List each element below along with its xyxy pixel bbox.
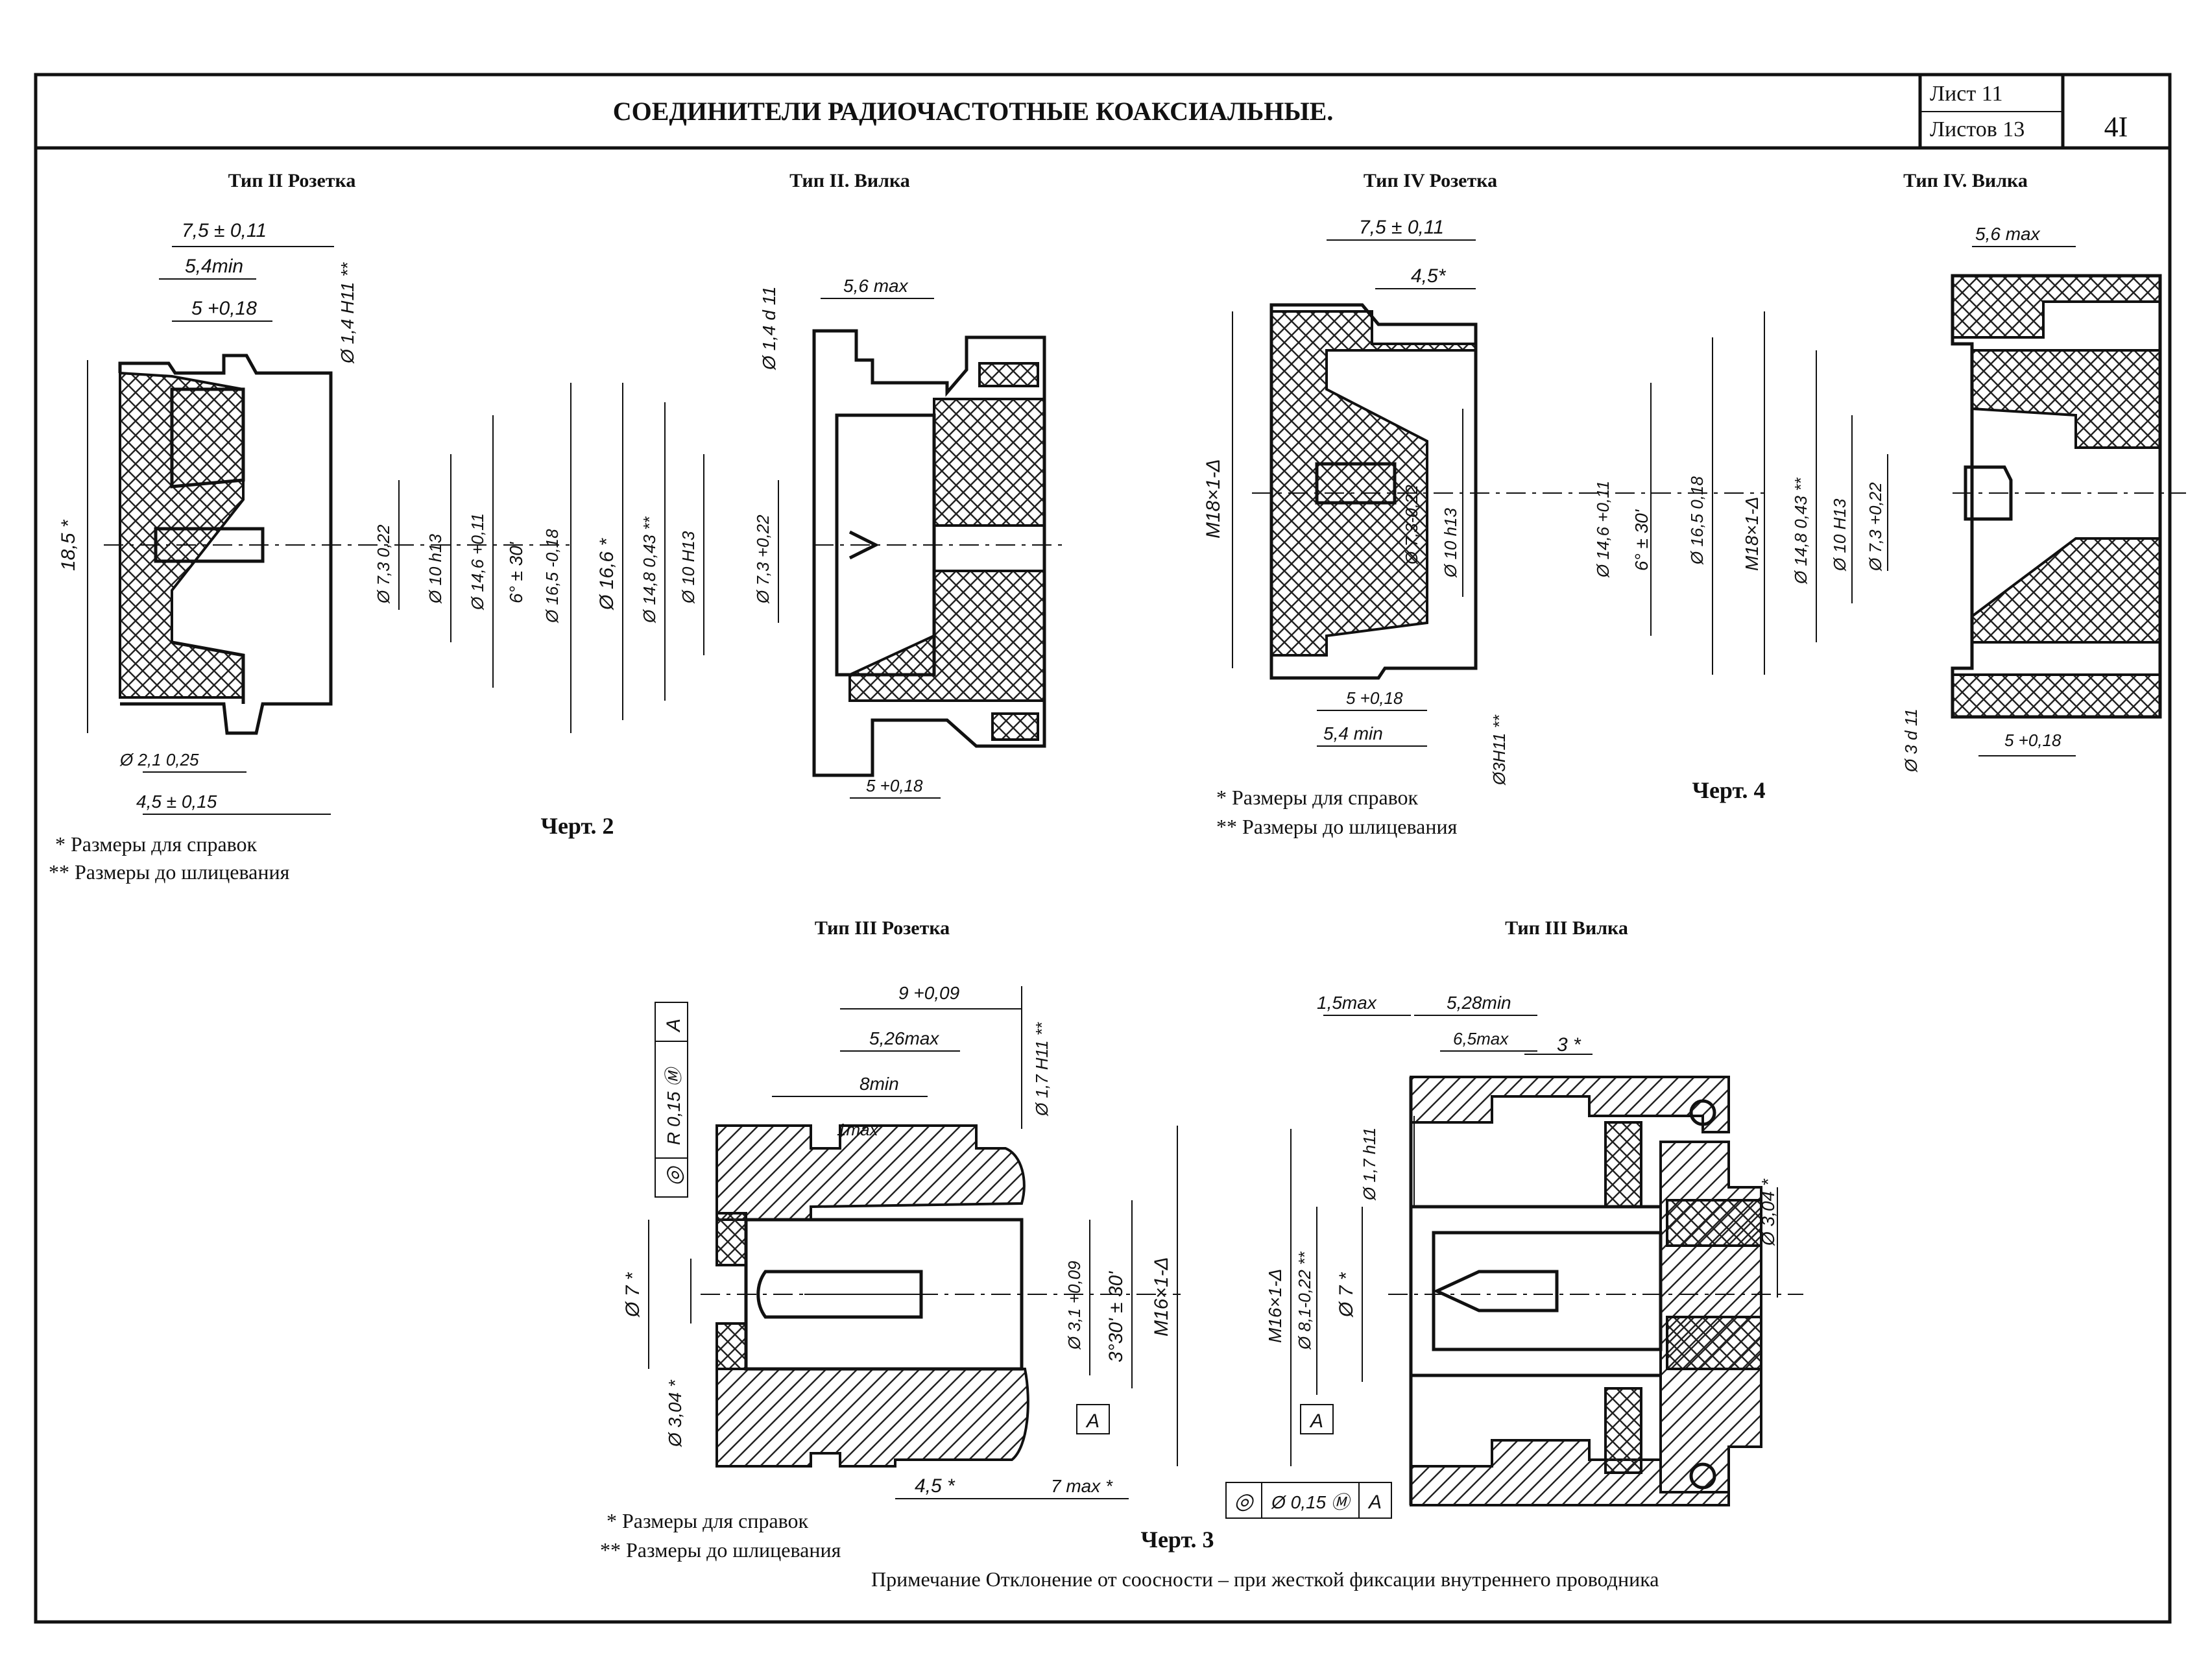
chert2-note-reference: * Размеры для справок — [55, 832, 258, 856]
t2s-dim-d14-6: Ø 14,6 +0,11 — [468, 513, 487, 610]
sheet-title: СОЕДИНИТЕЛИ РАДИОЧАСТОТНЫЕ КОАКСИАЛЬНЫЕ. — [613, 97, 1334, 126]
t2s-dim-4-5: 4,5 ± 0,15 — [136, 792, 217, 812]
t3s-note-splining: ** Размеры до шлицевания — [600, 1538, 841, 1562]
type3-plug-figure: Тип III Вилка 1,5max 5,28min 6,5max 3 * … — [1225, 917, 1803, 1519]
t4p-dim-d3d11: Ø 3 d 11 — [1901, 708, 1921, 773]
t3s-dim-1max: 1max — [837, 1120, 879, 1139]
t2s-dim-d16-5: Ø 16,5 -0,18 — [542, 529, 562, 623]
t3s-tol-datum: A — [663, 1019, 684, 1033]
t4s-dim-d10h13: Ø 10 h13 — [1441, 507, 1460, 578]
t4p-dim-d7-3: Ø 7,3 +0,22 — [1866, 482, 1885, 572]
t3p-dim-d8-1: Ø 8,1-0,22 ** — [1295, 1251, 1314, 1350]
t2s-dim-d10h13: Ø 10 h13 — [426, 533, 445, 604]
type2-plug-figure: Тип II. Вилка 5,6 max Ø 1,4 d 11 Ø 16,6 … — [596, 170, 1064, 799]
t3s-note-reference: * Размеры для справок — [607, 1509, 809, 1532]
t2p-dim-d7-3: Ø 7,3 +0,22 — [753, 514, 773, 604]
t2s-dim-18-5: 18,5 * — [58, 519, 79, 571]
type4-socket-title: Тип IV Розетка — [1364, 170, 1497, 191]
t3s-dim-4-5: 4,5 * — [915, 1475, 956, 1497]
t2p-dim-d1-4d11: Ø 1,4 d 11 — [759, 286, 779, 370]
t3s-dim-d3-1: Ø 3,1 +0,09 — [1064, 1261, 1084, 1350]
type4-socket-figure: Тип IV Розетка 7,5 ± 0,11 4,5* M18×1-Δ Ø… — [1203, 170, 1764, 838]
t4p-dim-d10h13: Ø 10 H13 — [1830, 498, 1849, 572]
t4s-dim-7-5: 7,5 ± 0,11 — [1359, 217, 1444, 238]
t4s-dim-d3h11: Ø3H11 ** — [1489, 714, 1509, 786]
t3s-dim-d1-7h11: Ø 1,7 H11 ** — [1032, 1022, 1052, 1117]
t3p-dim-6-5max: 6,5max — [1453, 1029, 1509, 1048]
type2-socket-figure: Тип II Розетка 7,5 ± 0,11 5,4min 5 +0,18… — [58, 170, 571, 815]
t3s-tol-symbol: ◎ — [662, 1165, 686, 1186]
type2-plug-title: Тип II. Вилка — [789, 170, 910, 191]
footer-note: Примечание Отклонение от соосности – при… — [871, 1567, 1659, 1591]
t2p-dim-d16-6: Ø 16,6 * — [596, 538, 618, 610]
type3-plug-title: Тип III Вилка — [1505, 917, 1628, 939]
t2s-dim-5-4min: 5,4min — [185, 256, 243, 277]
chert3-caption: Черт. 3 — [1141, 1527, 1214, 1553]
t4s-note-reference: * Размеры для справок — [1216, 786, 1419, 809]
t2s-dim-d2-1: Ø 2,1 0,25 — [119, 750, 199, 769]
t3s-dim-angle: 3°30' ± 30' — [1105, 1271, 1127, 1362]
t4s-dim-5-018: 5 +0,18 — [1346, 688, 1403, 708]
t3p-dim-d3-04: Ø 3,04 * — [1758, 1178, 1778, 1246]
t3p-tol-datum: A — [1367, 1492, 1382, 1513]
t3s-dim-8min: 8min — [860, 1074, 899, 1094]
chert4-caption: Черт. 4 — [1692, 777, 1766, 803]
sheets-total-label: Листов 13 — [1930, 117, 2025, 141]
t4s-dim-4-5: 4,5* — [1411, 265, 1447, 287]
type4-plug-figure: Тип IV. Вилка 5,6 max M18×1-Δ Ø 14,8 0,4… — [1742, 170, 2186, 773]
t4s-dim-d7-3: Ø 7,3-0,22 — [1402, 485, 1421, 565]
sheet-number-label: Лист 11 — [1930, 82, 2002, 106]
t2s-dim-5-018: 5 +0,18 — [191, 298, 257, 319]
t3s-tolerance-frame: ◎ R 0,15 Ⓜ A — [655, 1002, 688, 1198]
t3p-dim-m16: M16×1-Δ — [1265, 1268, 1285, 1343]
t3s-datum-a: A — [1085, 1410, 1100, 1432]
t3p-dim-d7: Ø 7 * — [1336, 1272, 1357, 1318]
t2s-dim-d1-4h11: Ø 1,4 H11 ** — [337, 262, 357, 364]
t4s-note-splining: ** Размеры до шлицевания — [1216, 815, 1458, 838]
t3p-dim-1-5max: 1,5max — [1317, 993, 1377, 1013]
t3p-datum-a: A — [1309, 1410, 1323, 1432]
t2p-dim-d14-8: Ø 14,8 0,43 ** — [640, 516, 659, 623]
t3s-tol-value: R 0,15 Ⓜ — [664, 1066, 684, 1145]
t3p-dim-d1-7h11: Ø 1,7 h11 — [1360, 1128, 1379, 1201]
t4p-dim-d14-8: Ø 14,8 0,43 ** — [1791, 477, 1810, 585]
t2s-dim-6deg: 6° ± 30' — [506, 541, 526, 603]
t3s-dim-9-009: 9 +0,09 — [898, 983, 959, 1003]
t4s-dim-d16-5: Ø 16,5 0,18 — [1687, 476, 1707, 565]
chert2-caption: Черт. 2 — [541, 813, 614, 839]
chert2-note-splining: ** Размеры до шлицевания — [49, 860, 290, 884]
t3p-tol-symbol: ◎ — [1234, 1489, 1255, 1514]
sheet-frame — [34, 73, 2172, 1624]
t3p-dim-5-28min: 5,28min — [1447, 993, 1511, 1013]
t4s-dim-5-4min: 5,4 min — [1323, 723, 1383, 743]
type2-socket-title: Тип II Розетка — [228, 170, 356, 191]
t3p-tolerance-frame: ◎ Ø 0,15 Ⓜ A — [1225, 1482, 1392, 1519]
t3p-tol-value: Ø 0,15 Ⓜ — [1271, 1492, 1352, 1512]
t3s-dim-d7: Ø 7 * — [622, 1272, 643, 1318]
t2p-dim-5-6max: 5,6 max — [843, 276, 909, 296]
t2p-dim-d10h13: Ø 10 H13 — [679, 531, 698, 604]
t4p-dim-5-6max: 5,6 max — [1975, 224, 2041, 244]
type3-socket-figure: Тип III Розетка ◎ R 0,15 Ⓜ A 9 + — [600, 917, 1181, 1562]
t3s-dim-7max: 7 max * — [1051, 1476, 1113, 1496]
type4-plug-title: Тип IV. Вилка — [1903, 170, 2028, 191]
t3s-dim-5-26max: 5,26max — [869, 1028, 939, 1048]
t2s-dim-d7-3: Ø 7,3 0,22 — [374, 524, 393, 604]
t3s-dim-m16: M16×1-Δ — [1151, 1257, 1172, 1336]
t4p-dim-5-018: 5 +0,18 — [2004, 731, 2062, 750]
page-number: 4I — [2104, 111, 2128, 143]
t4s-dim-m18: M18×1-Δ — [1203, 459, 1224, 538]
t4s-dim-6deg: 6° ± 30' — [1631, 509, 1652, 571]
t2s-dim-7-5: 7,5 ± 0,11 — [182, 220, 267, 241]
type3-socket-title: Тип III Розетка — [815, 917, 950, 939]
t3s-dim-d3-04: Ø 3,04 * — [665, 1379, 685, 1447]
t4p-dim-m18: M18×1-Δ — [1742, 496, 1762, 571]
t4s-dim-d14-6: Ø 14,6 +0,11 — [1593, 481, 1613, 578]
t3p-dim-3: 3 * — [1557, 1034, 1581, 1056]
t2p-dim-5-018: 5 +0,18 — [866, 776, 923, 795]
